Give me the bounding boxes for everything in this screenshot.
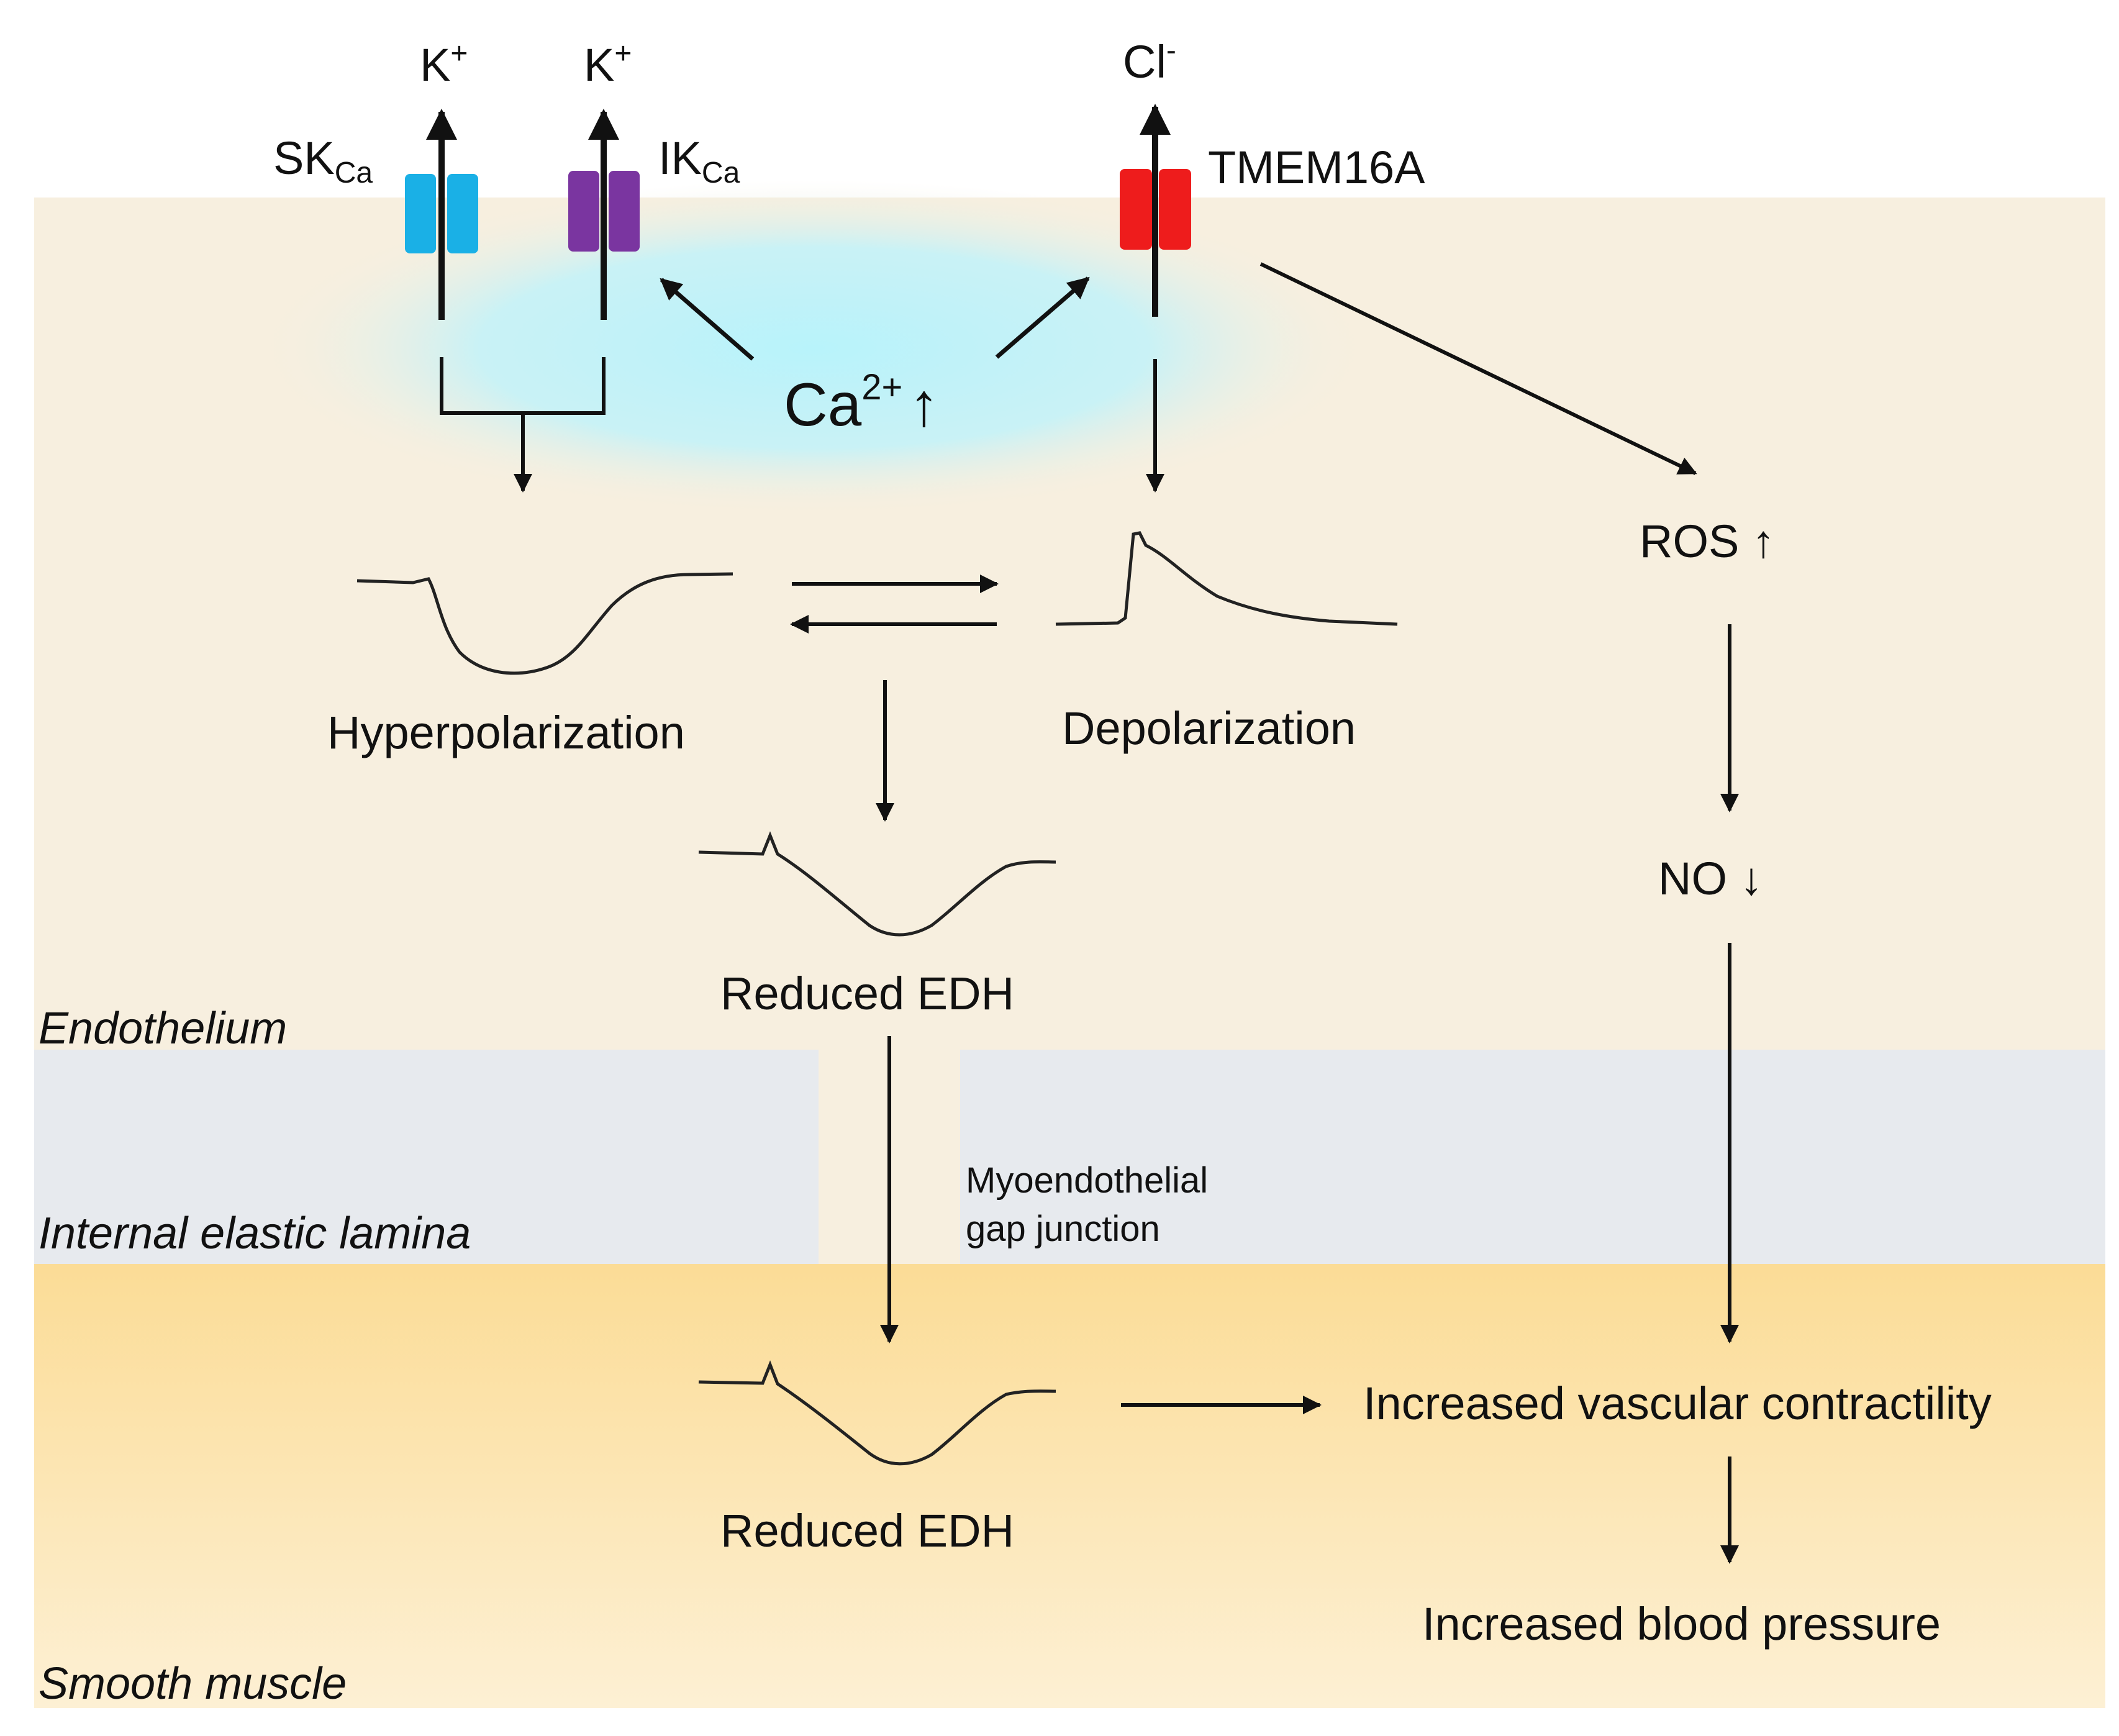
reduced-edh-endothelium-trace: [698, 831, 1056, 937]
calcium-to-ikca-arrow: [660, 278, 755, 361]
increased-bp-label: Increased blood pressure: [1422, 1598, 1941, 1650]
endothelium-label: Endothelium: [39, 1004, 287, 1053]
calcium-label: Ca2+↑: [784, 367, 939, 439]
myoendothelial-label-line2: gap junction: [966, 1209, 1160, 1249]
tmem16a-label: TMEM16A: [1208, 142, 1425, 193]
smooth-muscle-layer: [34, 1264, 2105, 1708]
internal-elastic-lamina-label: Internal elastic lamina: [39, 1209, 471, 1258]
depolarization-trace: [1055, 531, 1398, 626]
internal-elastic-lamina-layer: [34, 1050, 2105, 1264]
tmem16a-to-ros-arrow: [1259, 262, 1697, 475]
smooth-muscle-label: Smooth muscle: [39, 1659, 347, 1709]
ikca-ion-label: K+: [584, 37, 632, 91]
reduced-edh-endothelium-label: Reduced EDH: [720, 968, 1014, 1019]
hyperpolarization-label: Hyperpolarization: [327, 707, 685, 758]
myoendothelial-label-line1: Myoendothelial: [966, 1160, 1208, 1201]
reduced-edh-smooth-muscle-trace: [698, 1360, 1056, 1466]
hyperpolarization-trace: [356, 572, 733, 675]
calcium-to-tmem16a-arrow: [995, 276, 1090, 359]
no-label: NO ↓: [1658, 853, 1763, 904]
ikca-label: IKCa: [658, 132, 740, 189]
depolarization-label: Depolarization: [1062, 702, 1356, 754]
tmem16a-ion-label: Cl-: [1123, 34, 1176, 88]
skca-ion-label: K+: [420, 37, 468, 91]
skca-label: SKCa: [273, 132, 373, 189]
ros-label: ROS ↑: [1640, 516, 1775, 567]
increased-contractility-label: Increased vascular contractility: [1363, 1378, 1992, 1429]
tmem16a-channel: [1120, 169, 1191, 250]
ikca-channel: [568, 171, 640, 252]
calcium-glow: [255, 180, 1373, 516]
reduced-edh-smooth-muscle-label: Reduced EDH: [720, 1505, 1014, 1556]
skca-channel: [405, 174, 478, 253]
